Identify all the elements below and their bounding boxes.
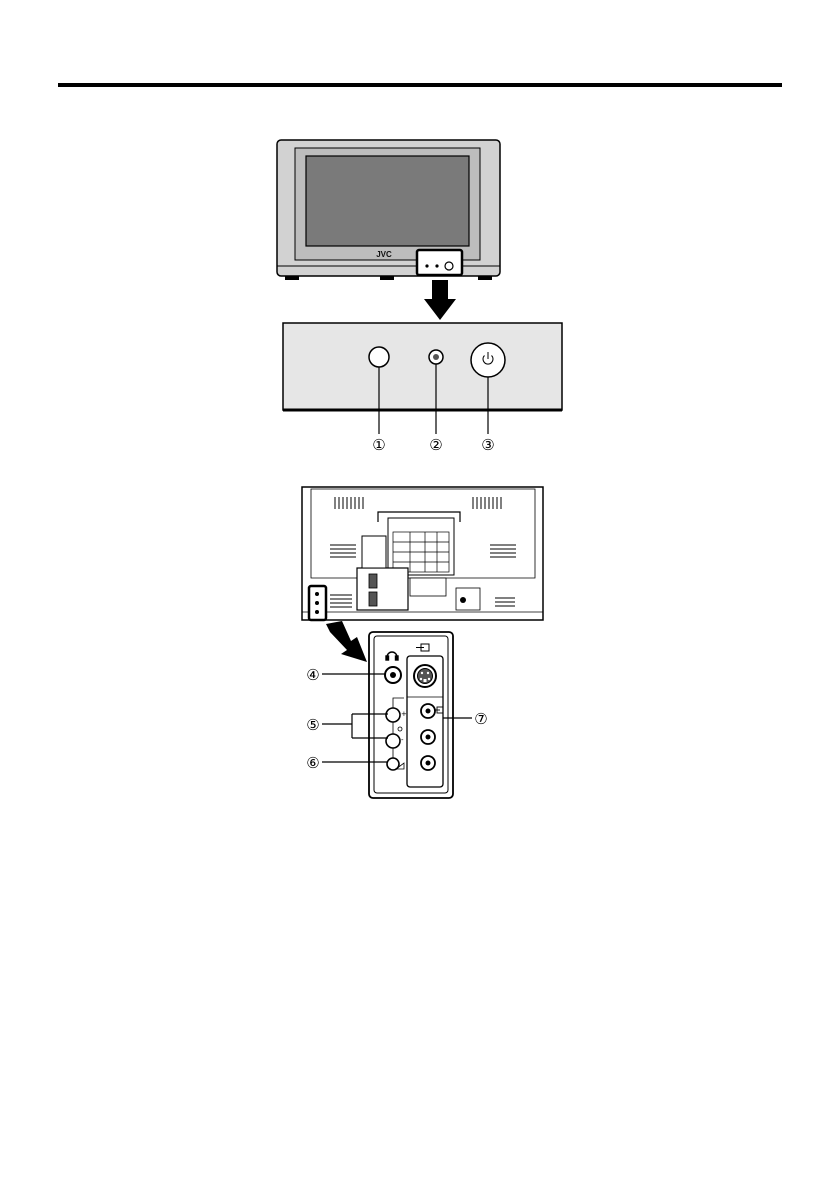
control-panel-detail bbox=[283, 323, 562, 434]
header-rule bbox=[58, 83, 782, 87]
rear-small-plate bbox=[410, 578, 446, 596]
rear-scart-1 bbox=[369, 574, 377, 588]
mini-indicator bbox=[435, 264, 438, 267]
side-av-panel-detail: + - bbox=[369, 632, 453, 798]
power-button bbox=[471, 343, 505, 377]
tv-front-view: JVC bbox=[277, 140, 500, 280]
tv-foot-right bbox=[478, 276, 492, 280]
rear-terminal-block bbox=[357, 568, 408, 610]
rear-scart-2 bbox=[369, 592, 377, 606]
channel-plus-label: + bbox=[401, 710, 407, 718]
svg-text:②: ② bbox=[429, 436, 442, 454]
svg-text:⑦: ⑦ bbox=[474, 710, 487, 728]
svg-text:④: ④ bbox=[306, 666, 319, 684]
svg-text:⑥: ⑥ bbox=[306, 754, 319, 772]
control-area-highlight bbox=[417, 250, 462, 275]
rear-label-plate bbox=[388, 518, 454, 575]
tv-foot-center bbox=[380, 276, 394, 280]
mini-power-button bbox=[445, 262, 453, 270]
control-panel bbox=[283, 323, 562, 410]
mini-sensor bbox=[425, 264, 428, 267]
brand-logo: JVC bbox=[376, 250, 392, 259]
antenna-terminal-plate bbox=[456, 588, 480, 610]
remote-sensor bbox=[369, 347, 389, 367]
svg-text:①: ① bbox=[372, 436, 385, 454]
callout-1: ① bbox=[372, 436, 385, 454]
arrow-down-right-icon bbox=[326, 621, 367, 662]
power-indicator-lens bbox=[433, 354, 439, 360]
tv-screen bbox=[306, 156, 469, 246]
tv-foot-left bbox=[285, 276, 299, 280]
callout-3: ③ bbox=[481, 436, 494, 454]
callout-2: ② bbox=[429, 436, 442, 454]
tv-rear-view bbox=[302, 487, 543, 620]
arrow-down-icon bbox=[424, 280, 456, 320]
channel-up-button bbox=[386, 708, 400, 722]
svg-text:③: ③ bbox=[481, 436, 494, 454]
rear-cover bbox=[362, 536, 386, 568]
svg-text:⑤: ⑤ bbox=[306, 716, 319, 734]
channel-down-button bbox=[386, 734, 400, 748]
antenna-socket bbox=[460, 597, 466, 603]
